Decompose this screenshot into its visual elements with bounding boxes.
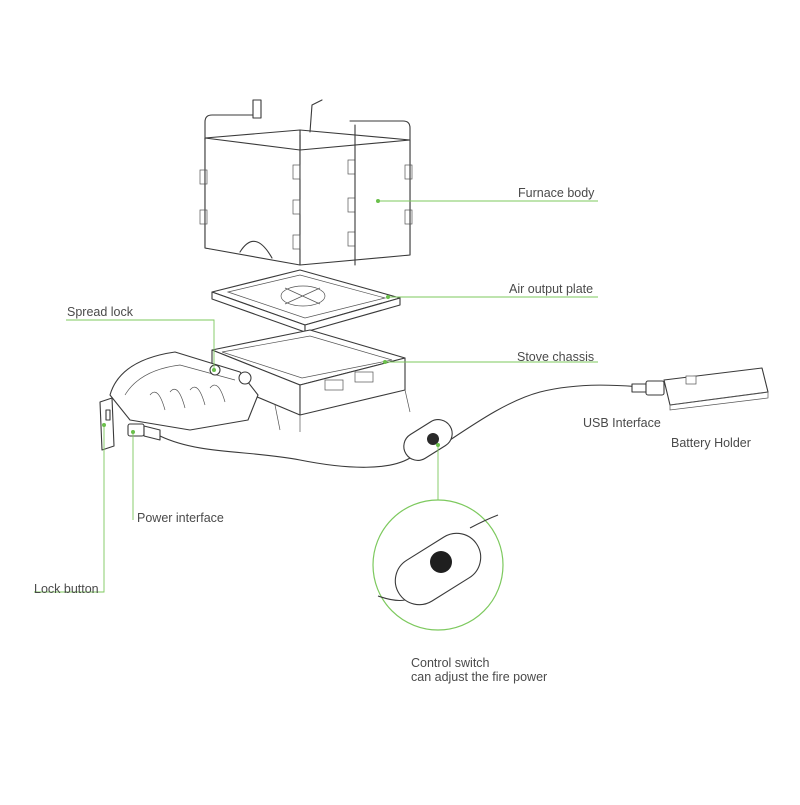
leader-lines: [34, 199, 598, 593]
label-spread-lock: Spread lock: [67, 305, 134, 319]
battery-holder: [663, 367, 769, 411]
label-lock-button: Lock button: [34, 582, 99, 596]
label-air-output-plate: Air output plate: [509, 282, 594, 296]
inline-switch: [403, 419, 453, 461]
label-usb-interface: USB Interface: [583, 416, 661, 430]
fan-housing: [109, 351, 259, 431]
usb-plug: [631, 380, 665, 396]
label-power-interface: Power interface: [137, 511, 224, 525]
air-output-plate: [211, 269, 401, 333]
label-control-switch-line1: Control switch: [411, 656, 490, 670]
power-plug: [127, 423, 161, 441]
furnace-body: [199, 99, 413, 266]
label-furnace-body: Furnace body: [518, 186, 595, 200]
switch-zoom-circle: [372, 499, 504, 631]
label-control-switch-line2: can adjust the fire power: [411, 670, 548, 684]
label-battery-holder: Battery Holder: [671, 436, 751, 450]
lock-button-part: [99, 397, 115, 451]
label-stove-chassis: Stove chassis: [517, 350, 595, 364]
